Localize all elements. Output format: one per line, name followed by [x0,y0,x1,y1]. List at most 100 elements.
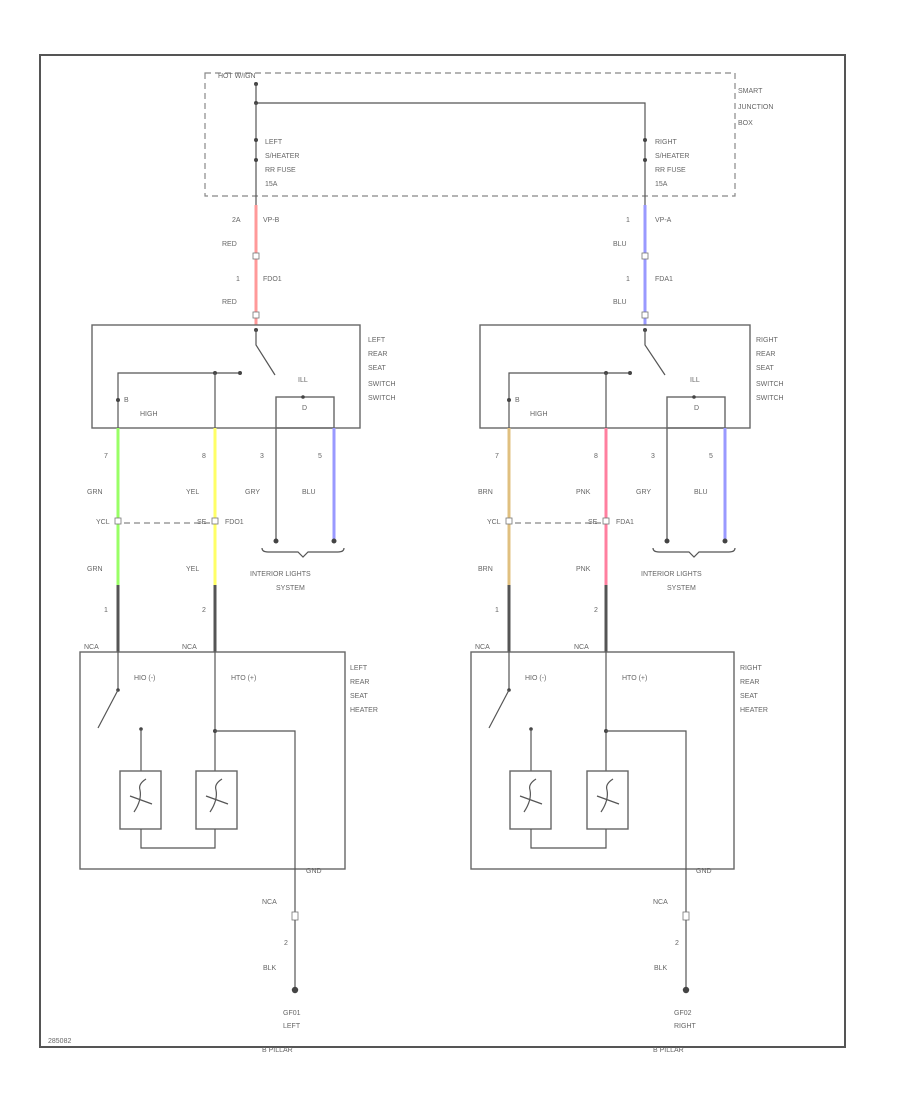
left-pin-3: 3 [260,453,264,460]
diagram-border [39,54,846,1048]
right-splice-mid: SE [588,519,598,526]
right-nca-2: NCA [574,644,589,651]
right-heater-pin-2: 2 [594,607,598,614]
right-pin-8: 8 [594,453,598,460]
junction-label-3: BOX [738,120,753,127]
right-hi-label: HIGH [530,411,548,418]
right-ground-conn: NCA [653,899,668,906]
left-pin-5: 5 [318,453,322,460]
fuse-right-1: RIGHT [655,139,678,146]
right-heater-label-1: RIGHT [740,665,763,672]
left-wire-yel: YEL [186,489,199,496]
left-switch-label-2: REAR [368,351,387,358]
fuse-left-4: 15A [265,181,278,188]
left-switch-label-5: SWITCH [368,395,396,402]
left-ground-label-3: B PILLAR [262,1047,293,1054]
right-heater-label-3: SEAT [740,693,758,700]
junction-label-1: SMART [738,88,763,95]
left-ind-label: ILL [298,377,308,384]
left-nca-1: NCA [84,644,99,651]
left-conn1-name: VP-B [263,217,280,224]
smart-junction-box: HOT W/IGN SMART JUNCTION BOX LEFT S/HEAT… [204,72,773,205]
fuse-left-1: LEFT [265,139,283,146]
left-splice-name: FDO1 [225,519,244,526]
left-wire-b: RED [222,299,237,306]
left-hi-term: HIO (-) [134,675,155,682]
left-gnd-tag: GND [306,868,322,875]
right-heater-pin-1: 1 [495,607,499,614]
left-hto-term: HTO (+) [231,675,256,682]
left-ground-pin: 2 [284,940,288,947]
right-heater-label-4: HEATER [740,707,768,714]
right-splice-name: FDA1 [616,519,634,526]
right-lower-brn: BRN [478,566,493,573]
fuse-right-3: RR FUSE [655,167,686,174]
right-heater-box [470,651,735,870]
right-heater-label-2: REAR [740,679,759,686]
right-lower-pnk: PNK [576,566,591,573]
left-ground-conn: NCA [262,899,277,906]
left-switch-label-1: LEFT [368,337,386,344]
right-nca-1: NCA [475,644,490,651]
right-switch-label-2: REAR [756,351,775,358]
right-ground-wire: BLK [654,965,668,972]
right-wire-b: BLU [613,299,627,306]
left-lower-yel: YEL [186,566,199,573]
right-ground-label-2: RIGHT [674,1023,697,1030]
left-switch-label-4: SWITCH [368,381,396,388]
right-switch-label-1: RIGHT [756,337,779,344]
right-pin-b: B [515,397,520,404]
left-ground-label-2: LEFT [283,1023,301,1030]
left-lower-grn: GRN [87,566,103,573]
right-switch-label-5: SWITCH [756,395,784,402]
fuse-right-2: S/HEATER [655,153,690,160]
right-ind-pin: D [694,405,699,412]
right-hto-term: HTO (+) [622,675,647,682]
right-wire-blu: BLU [694,489,708,496]
right-pin-3: 3 [651,453,655,460]
right-pin-5: 5 [709,453,713,460]
left-ground-label-1: GF01 [283,1010,301,1017]
right-ils-2: SYSTEM [667,585,696,592]
right-wire-pnk: PNK [576,489,591,496]
left-ground-wire: BLK [263,965,277,972]
left-heater-label-1: LEFT [350,665,368,672]
right-ground-pin: 2 [675,940,679,947]
left-pin-7: 7 [104,453,108,460]
left-ils-1: INTERIOR LIGHTS [250,571,311,578]
left-heater-pin-2: 2 [202,607,206,614]
right-wire-brn: BRN [478,489,493,496]
left-wire-grn: GRN [87,489,103,496]
right-ils-1: INTERIOR LIGHTS [641,571,702,578]
left-switch-box [91,324,361,429]
left-pin-b: B [124,397,129,404]
right-conn1-pin: 1 [626,217,630,224]
right-gnd-tag: GND [696,868,712,875]
right-hi-term: HIO (-) [525,675,546,682]
left-heater-label-4: HEATER [350,707,378,714]
left-conn2-pin: 1 [236,276,240,283]
right-conn2-pin: 1 [626,276,630,283]
fuse-left-3: RR FUSE [265,167,296,174]
left-wire-a: RED [222,241,237,248]
left-nca-2: NCA [182,644,197,651]
left-circuit: 2A VP-B RED 1 FDO1 RED LEFT REAR SEAT SW… [79,205,396,1054]
left-hi-label: HIGH [140,411,158,418]
right-switch-box [479,324,751,429]
right-ground-label-3: B PILLAR [653,1047,684,1054]
left-conn1-pin: 2A [232,217,241,224]
left-wire-gry: GRY [245,489,260,496]
right-conn2-name: FDA1 [655,276,673,283]
right-wire-a: BLU [613,241,627,248]
left-heater-box [79,651,346,870]
right-circuit: 1 VP-A BLU 1 FDA1 BLU RIGHT REAR SEAT SW… [470,205,784,1054]
footer-id: 285082 [48,1038,71,1045]
right-switch-label-4: SWITCH [756,381,784,388]
fuse-left-2: S/HEATER [265,153,300,160]
right-wire-gry: GRY [636,489,651,496]
left-splice-mid: SE [197,519,207,526]
left-splice-left: YCL [96,519,110,526]
fuse-right-4: 15A [655,181,668,188]
left-wire-blu: BLU [302,489,316,496]
right-ground-label-1: GF02 [674,1010,692,1017]
